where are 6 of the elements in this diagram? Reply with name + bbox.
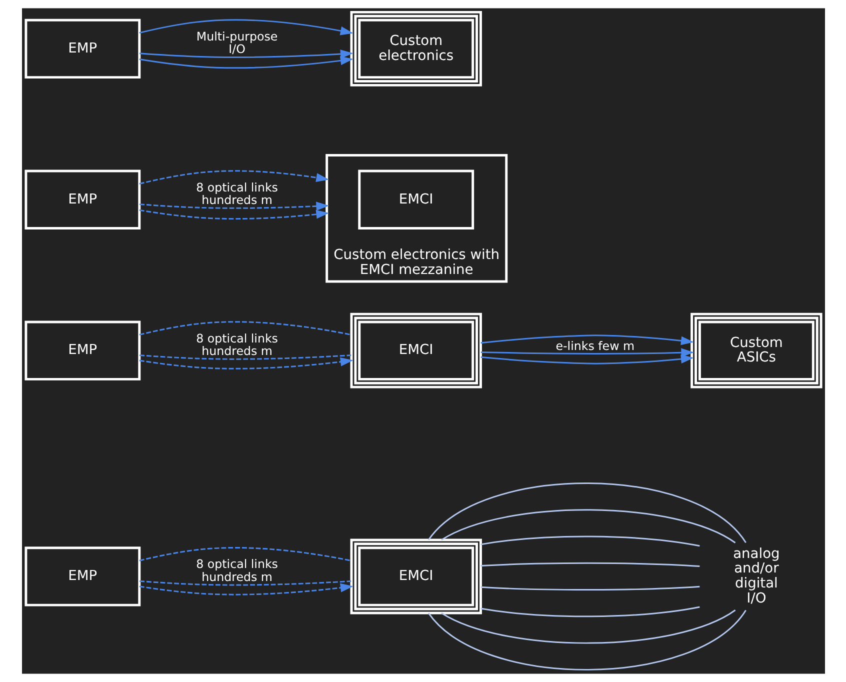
edge-label: e-links few m xyxy=(555,339,634,354)
node-text: analog and/or digital I/O xyxy=(732,546,780,606)
edge-label: 8 optical links hundreds m xyxy=(196,557,278,584)
edge-label: 8 optical links hundreds m xyxy=(196,331,278,358)
edge-label: 8 optical links hundreds m xyxy=(196,180,278,208)
edge-label: Multi-purpose I/O xyxy=(196,29,278,56)
